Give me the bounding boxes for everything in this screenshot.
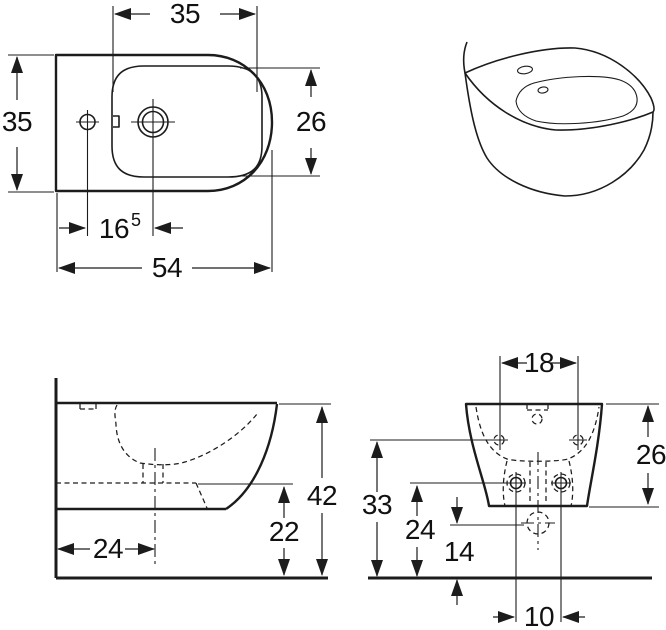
overflow-notch	[113, 115, 120, 128]
dim-outlet-spacing: 10	[493, 601, 585, 630]
top-view: 35 35 26 16 5 54	[2, 0, 327, 283]
rear-small-hole	[531, 413, 543, 425]
rear-view: 18 33 24 14 26 10	[362, 347, 666, 630]
side-underside-hidden	[56, 482, 208, 509]
side-view: 24 22 42	[54, 378, 338, 580]
inner-basin-rim	[515, 75, 638, 125]
dim-basin-depth: 26	[296, 69, 327, 175]
side-basin-hidden	[114, 404, 258, 466]
rear-tap-hidden	[526, 404, 549, 411]
side-extension-lines	[198, 403, 331, 485]
dim-top-height: 42	[307, 406, 338, 576]
rim-outline	[464, 47, 655, 131]
dim-overall-depth: 35	[2, 56, 33, 191]
dim-label-underside-height: 22	[269, 516, 299, 547]
side-front-curve	[225, 403, 279, 510]
side-tap-hidden	[79, 404, 97, 410]
drain-hole-perspective	[537, 86, 549, 94]
dim-label-basin-width: 35	[170, 0, 200, 29]
tap-hole-perspective	[517, 65, 533, 75]
dim-lower-fixing-height: 24	[405, 485, 436, 577]
dim-label-overall-length: 54	[152, 252, 182, 283]
body-silhouette	[464, 72, 654, 197]
dim-label-outlet-height: 14	[444, 536, 474, 567]
drain-crosshair	[131, 99, 175, 145]
dim-upper-fixing-height: 33	[362, 441, 393, 577]
dim-label-drain-from-wall: 24	[93, 533, 123, 564]
dim-label-upper-fixing-height: 33	[362, 489, 392, 520]
dim-label-tap-to-drain: 16	[99, 213, 129, 244]
side-drain-hidden	[142, 464, 164, 483]
dim-rear-body-height: 26	[636, 405, 666, 505]
rear-extension-lines	[370, 356, 659, 622]
dim-drain-from-wall: 24	[57, 533, 155, 564]
dim-underside-height: 22	[269, 486, 300, 576]
dim-label-basin-depth: 26	[296, 106, 326, 137]
top-view-inner-basin	[111, 65, 263, 178]
dim-label-outlet-spacing: 10	[524, 601, 554, 630]
corner-edge	[462, 41, 468, 74]
rear-body-outline	[464, 402, 604, 508]
dim-label-fixing-spacing: 18	[524, 347, 554, 378]
dim-fixing-spacing: 18	[501, 347, 577, 378]
dim-outlet-height: 14	[444, 497, 475, 605]
dim-label-top-height: 42	[307, 480, 337, 511]
dim-tap-to-drain: 16 5	[59, 210, 183, 244]
dim-label-rear-body-height: 26	[636, 439, 666, 470]
top-view-outline	[54, 53, 274, 193]
tap-hole-crosshair	[76, 110, 99, 134]
dim-label-tap-to-drain-sup: 5	[131, 210, 141, 230]
top-view-extension-lines	[8, 6, 320, 272]
perspective-view	[462, 41, 655, 197]
dim-label-overall-depth: 35	[2, 106, 32, 137]
dim-label-lower-fixing-height: 24	[405, 514, 435, 545]
dim-overall-length: 54	[58, 252, 271, 283]
dim-basin-width: 35	[114, 0, 256, 29]
